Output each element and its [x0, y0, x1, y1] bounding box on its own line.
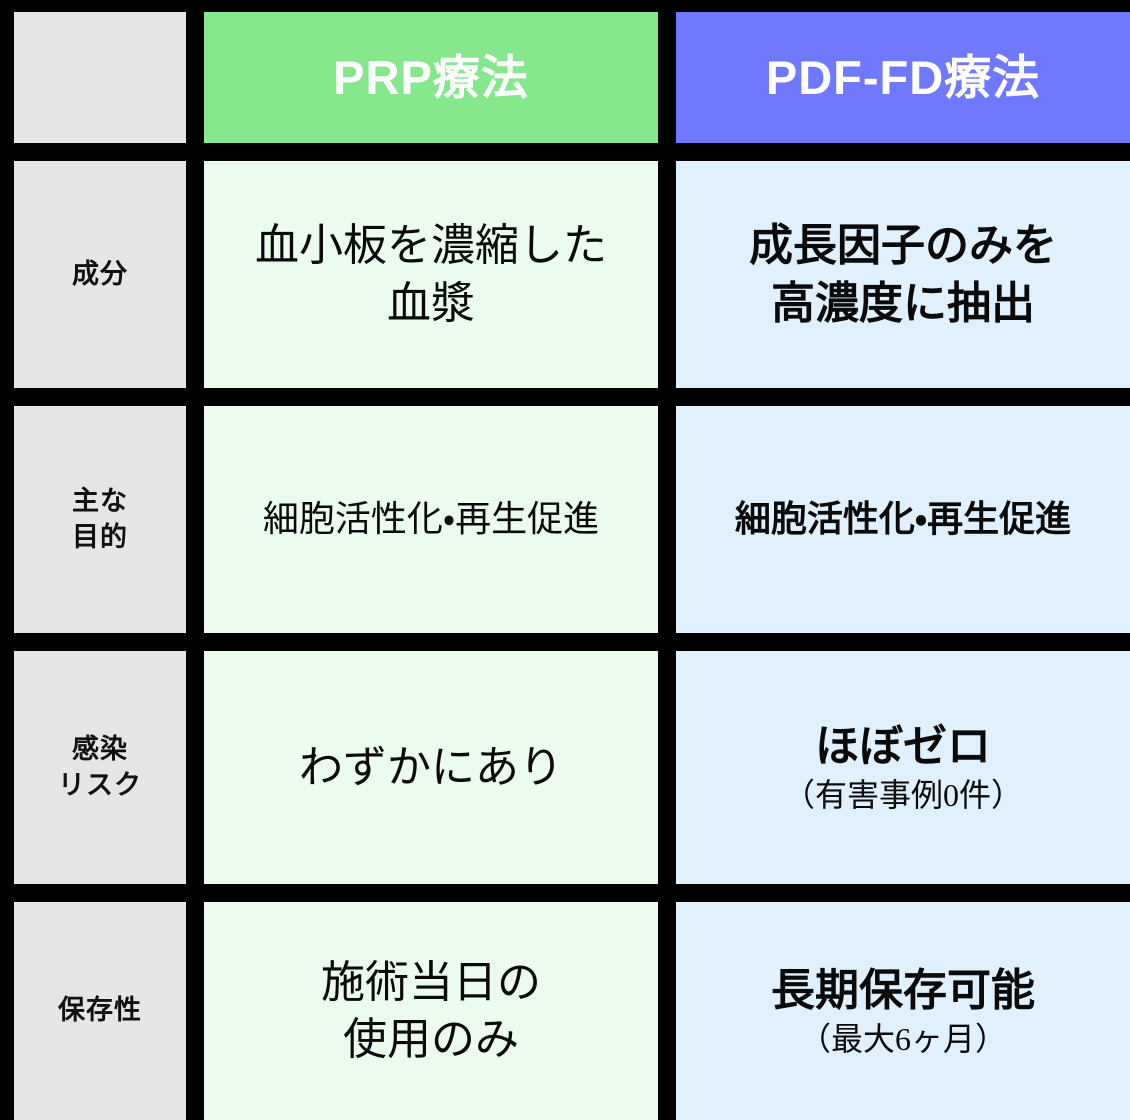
cell-prp-kansen-risk: わずかにあり	[204, 651, 658, 884]
cell-text-line: 長期保存可能	[771, 965, 1035, 1015]
cell-text-line: 使用のみ	[343, 1015, 519, 1064]
cell-pdf-fd-seibun: 成長因子のみを 高濃度に抽出	[676, 161, 1130, 388]
cell-text-line: 細胞活性化・再生促進	[262, 499, 600, 540]
cell-text-line: 血漿	[387, 278, 475, 328]
column-header-prp-label: PRP療法	[333, 50, 529, 104]
row-label-line: 成分	[72, 258, 128, 289]
column-header-pdf-fd: PDF-FD療法	[676, 12, 1130, 143]
cell-text-line: わずかにあり	[299, 742, 563, 792]
table-corner-cell	[14, 12, 186, 143]
cell-text-line: 血小板を濃縮した	[255, 221, 607, 271]
cell-text-line: ほぼゼロ	[815, 722, 991, 772]
column-header-prp: PRP療法	[204, 12, 658, 143]
row-label-line: 目的	[72, 521, 128, 552]
row-label-kansen-risk: 感染 リスク	[14, 651, 186, 884]
cell-pdf-fd-hozonsei: 長期保存可能 （最大6ヶ月）	[676, 902, 1130, 1120]
cell-text-note: （有害事例0件）	[782, 777, 1023, 814]
row-label-line: リスク	[58, 769, 142, 800]
cell-pdf-fd-kansen-risk: ほぼゼロ （有害事例0件）	[676, 651, 1130, 884]
cell-text-line: 成長因子のみを	[749, 221, 1057, 271]
row-label-line: 主な	[72, 486, 128, 517]
row-label-seibun: 成分	[14, 161, 186, 388]
row-label-hozonsei: 保存性	[14, 902, 186, 1120]
row-label-omona-mokuteki: 主な 目的	[14, 406, 186, 633]
cell-text-line: 細胞活性化・再生促進	[734, 498, 1072, 540]
row-label-line: 感染	[72, 734, 128, 765]
cell-pdf-fd-omona-mokuteki: 細胞活性化・再生促進	[676, 406, 1130, 633]
cell-prp-omona-mokuteki: 細胞活性化・再生促進	[204, 406, 658, 633]
cell-text-note: （最大6ヶ月）	[798, 1020, 1007, 1057]
cell-text-line: 高濃度に抽出	[771, 278, 1035, 328]
cell-text-line: 施術当日の	[321, 957, 541, 1007]
cell-prp-hozonsei: 施術当日の 使用のみ	[204, 902, 658, 1120]
cell-prp-seibun: 血小板を濃縮した 血漿	[204, 161, 658, 388]
row-label-line: 保存性	[58, 995, 142, 1026]
column-header-pdf-fd-label: PDF-FD療法	[765, 50, 1041, 104]
